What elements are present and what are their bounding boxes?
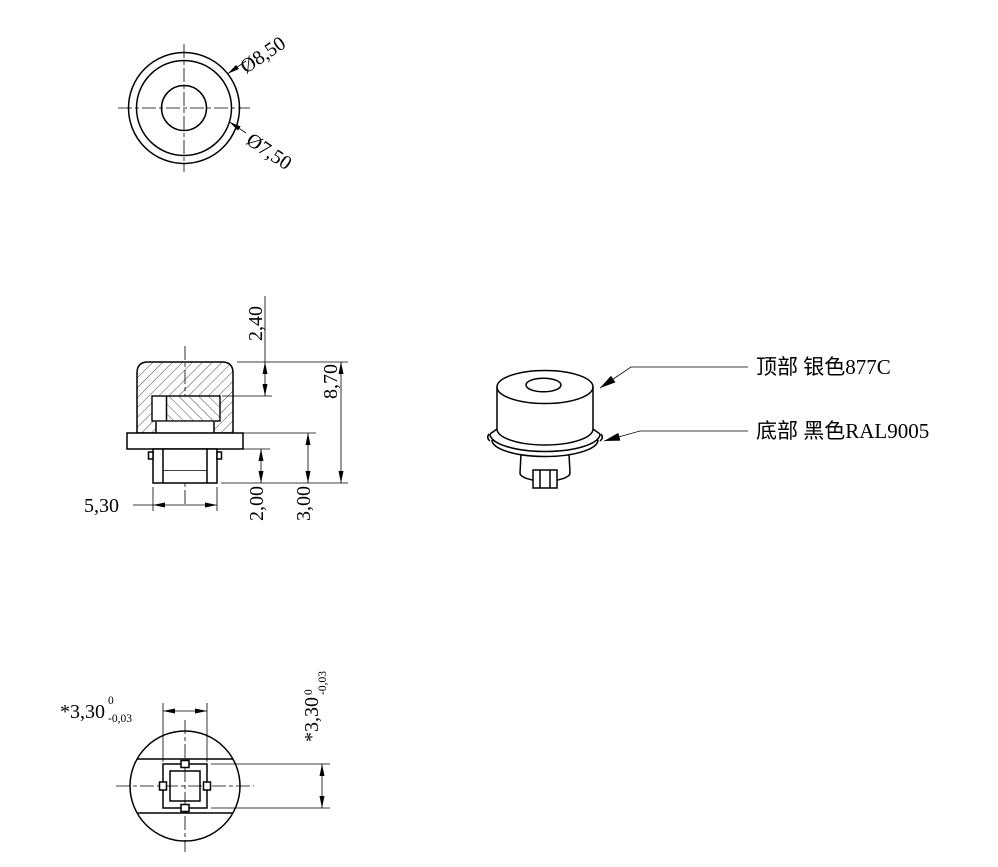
- dim-inner-diameter: Ø7,50: [242, 129, 295, 175]
- callout-arrow-bottom: [603, 430, 748, 442]
- flange: [126, 432, 244, 450]
- notch-top: [180, 759, 190, 769]
- key-boss: [532, 469, 558, 489]
- notch-left: [158, 781, 168, 791]
- stem-side-left: [519, 453, 522, 474]
- isometric-view: 顶部 银色877C 底部 黑色RAL9005: [486, 355, 929, 489]
- inner-square: [169, 770, 201, 802]
- dim-key-width-tol-lower: -0,03: [108, 713, 132, 725]
- dim-stem-height-group: 2,00: [243, 448, 270, 521]
- hole-circle: [160, 84, 208, 132]
- dim-total-height: 8,70: [320, 364, 342, 399]
- outer-circle: [127, 51, 241, 165]
- dim-key-height-tol-lower: -0,03: [317, 671, 329, 695]
- insert-section: [166, 396, 220, 421]
- cap-hole: [525, 377, 562, 393]
- notch-right: [202, 781, 212, 791]
- callout-arrow-top: [599, 366, 748, 389]
- dim-outer-diameter: Ø8,50: [236, 32, 289, 78]
- dim-cap-depth: 2,40: [245, 306, 267, 341]
- dim-total-height-group: 8,70: [221, 362, 348, 484]
- stem-lug-right: [216, 451, 223, 460]
- dim-key-width-tol-upper: 0: [108, 695, 114, 707]
- flange-join-left: [489, 428, 498, 435]
- dim-stem-diameter-group: 5,30: [84, 487, 218, 517]
- stem-side-right: [568, 453, 571, 474]
- flange-hook-right: [599, 433, 604, 442]
- cap-bottom-arc: [496, 428, 594, 446]
- dim-key-height-group: *3,30 0 -0,03: [211, 671, 330, 809]
- dim-flange-height: 3,00: [293, 486, 315, 521]
- notch-bottom: [180, 803, 190, 813]
- dim-flange-height-group: 3,00: [243, 432, 316, 521]
- stem-lug-left: [147, 451, 154, 460]
- bottom-view: *3,30 0 -0,03 *3,30 0 -0,03: [60, 671, 330, 852]
- flange-top-arc: [489, 433, 601, 453]
- dim-key-height-tol-upper: 0: [303, 689, 315, 695]
- outer-circle: [129, 730, 241, 842]
- top-view: Ø8,50 Ø7,50: [118, 32, 296, 175]
- dim-cap-depth-group: 2,40: [222, 296, 348, 397]
- dim-stem-height: 2,00: [246, 486, 268, 521]
- dim-key-width-group: *3,30 0 -0,03: [60, 695, 208, 762]
- channel: [156, 421, 214, 433]
- section-view: 2,40 8,70 2,00 3,00 5,30: [84, 296, 348, 521]
- flange-join-right: [592, 428, 601, 435]
- dim-key-width: *3,30: [60, 701, 105, 723]
- leader-line: [227, 60, 247, 75]
- flange-bottom-arc: [491, 439, 599, 458]
- middle-circle: [135, 59, 233, 157]
- dim-key-height-text: *3,30 0 -0,03: [301, 671, 329, 742]
- flange-hook-left: [486, 433, 491, 442]
- dim-stem-diameter: 5,30: [84, 495, 119, 517]
- label-top-color: 顶部 银色877C: [756, 355, 891, 379]
- dim-key-height: *3,30: [301, 697, 323, 742]
- label-bottom-color: 底部 黑色RAL9005: [756, 419, 929, 443]
- leader-line: [229, 121, 247, 134]
